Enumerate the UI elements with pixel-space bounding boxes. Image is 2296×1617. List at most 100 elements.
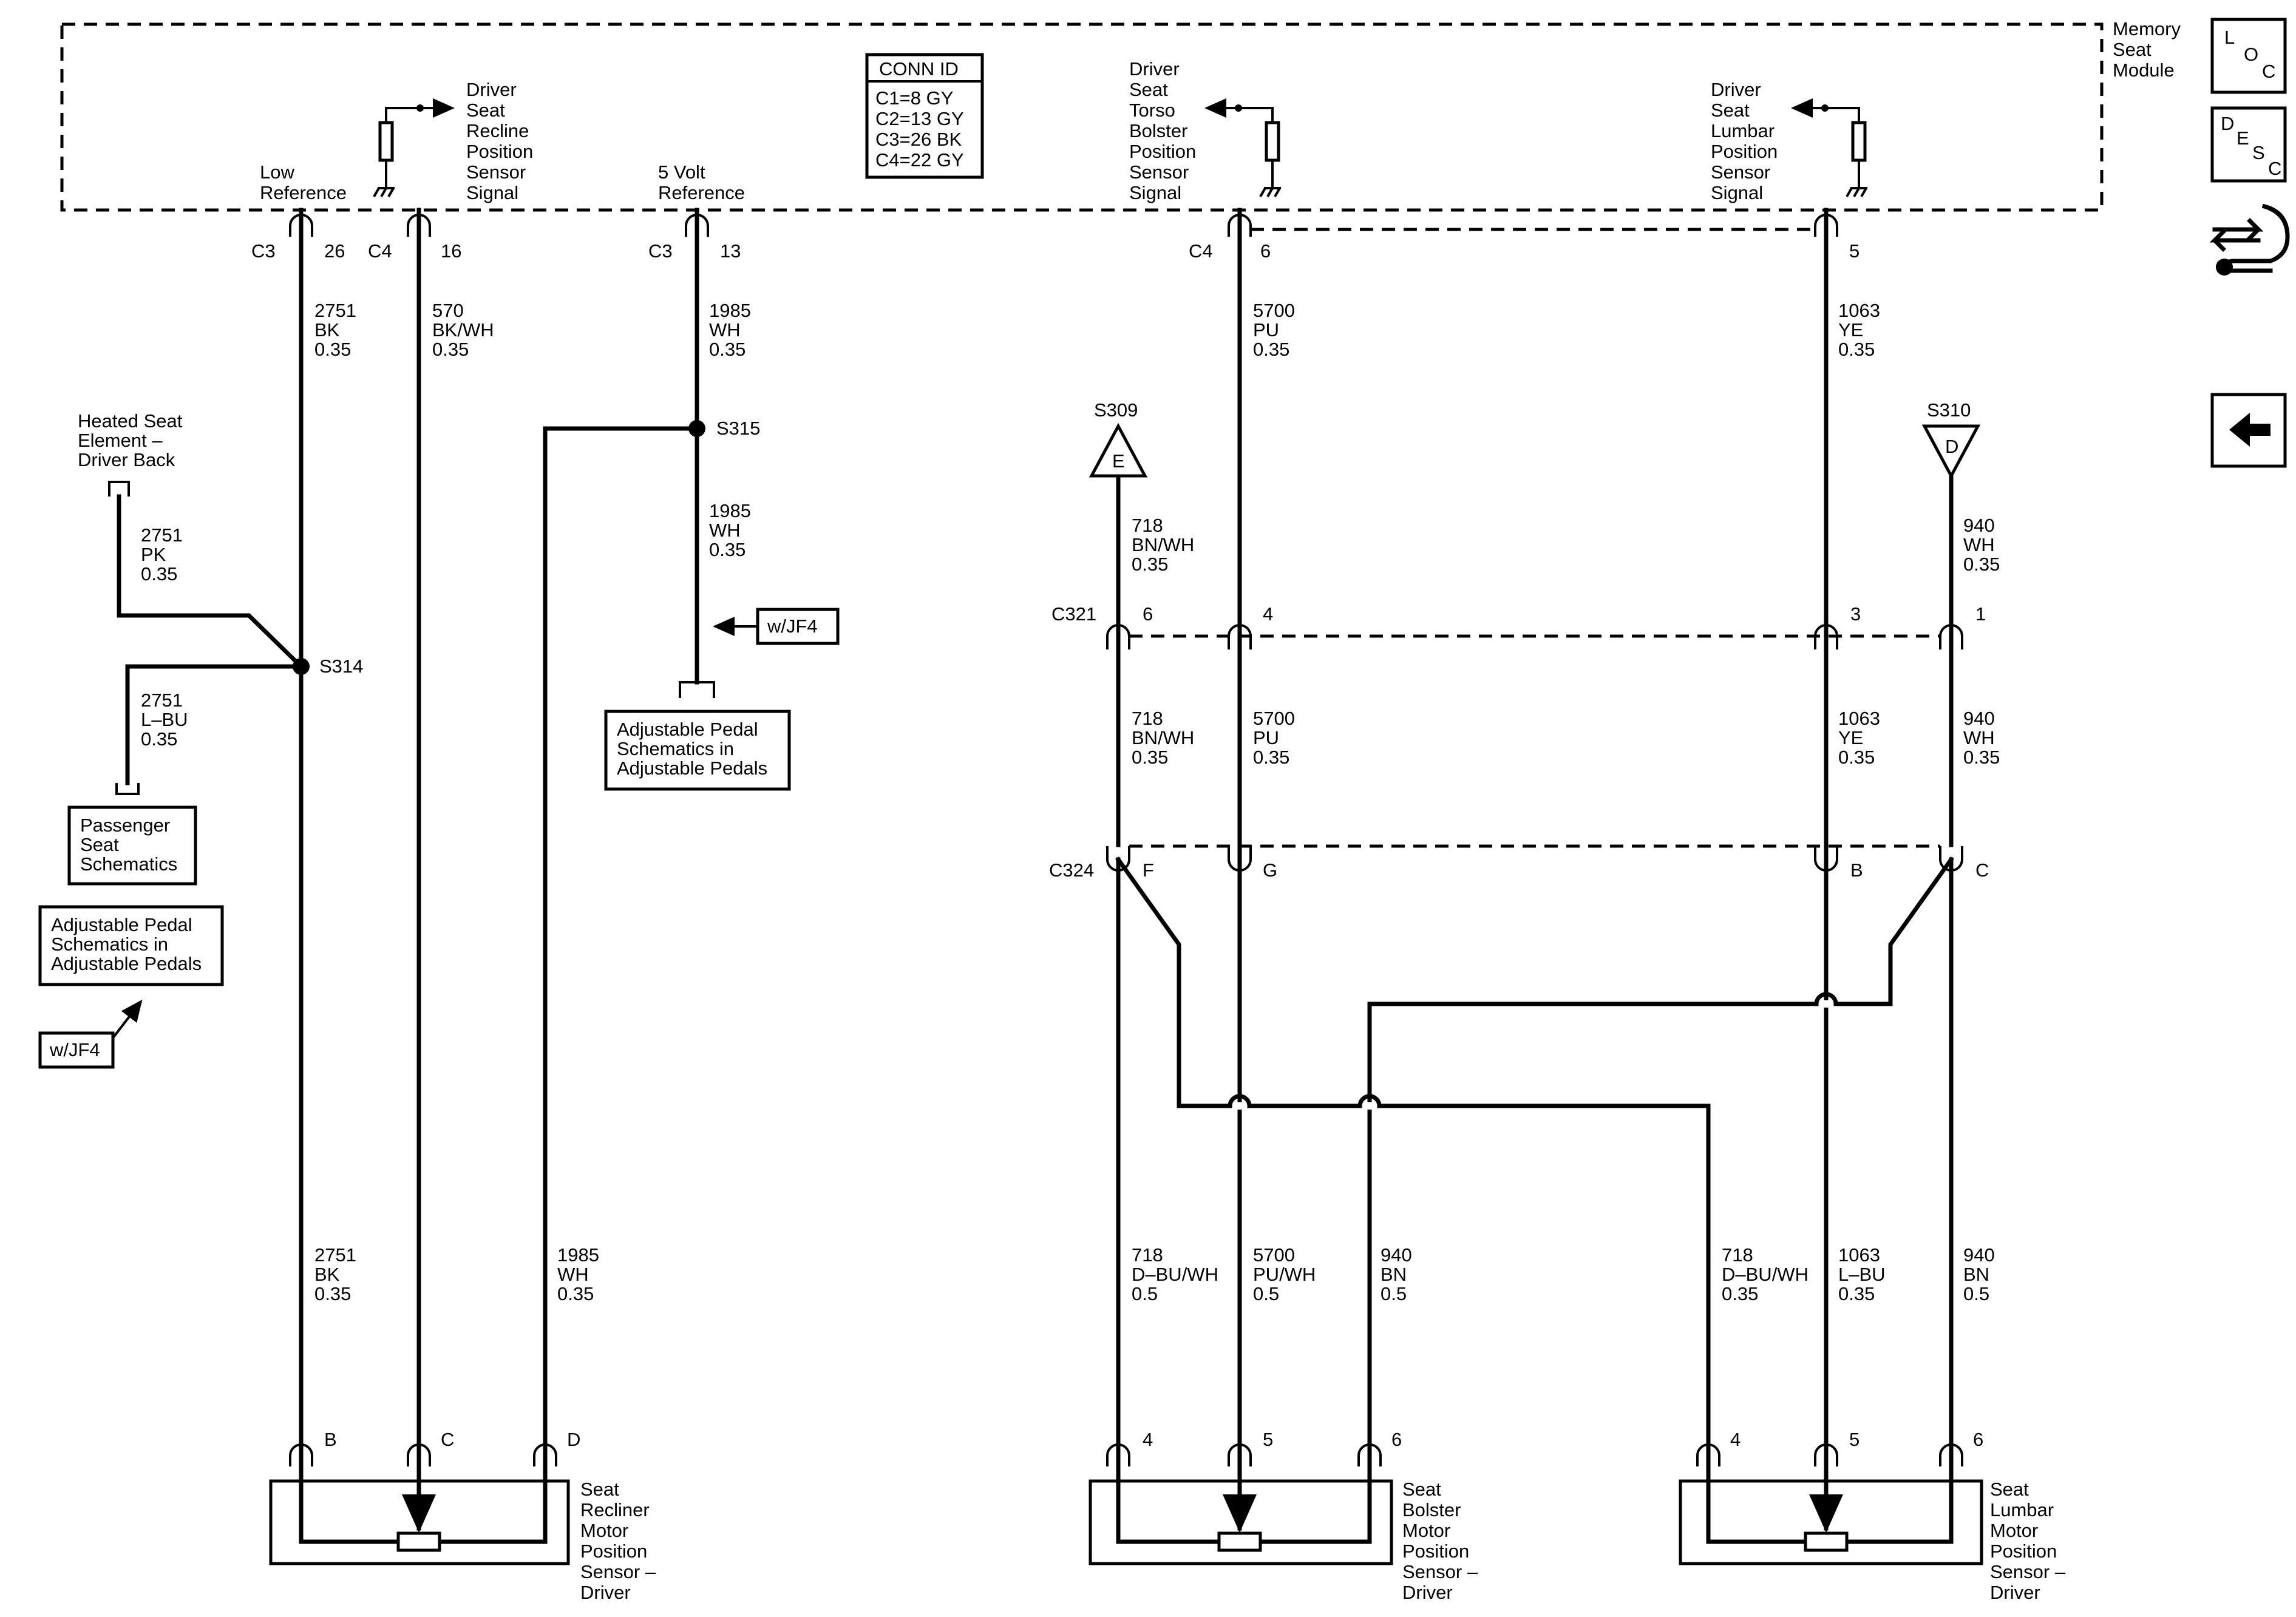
svg-text:6: 6 bbox=[1973, 1429, 1983, 1450]
svg-text:O: O bbox=[2244, 44, 2258, 65]
conn-id-row: C1=8 GY bbox=[875, 87, 953, 109]
svg-text:S309: S309 bbox=[1094, 399, 1138, 421]
conn-c4-16: C4 bbox=[368, 240, 392, 262]
conn-c4-6: C4 bbox=[1189, 240, 1213, 262]
svg-text:w/JF4: w/JF4 bbox=[767, 615, 818, 637]
splice-s315 bbox=[688, 420, 705, 437]
c324-pin: C bbox=[1975, 859, 1989, 881]
five-volt-reference-label: 5 Volt Reference bbox=[658, 161, 745, 203]
wire-940-bn-a bbox=[1367, 856, 1954, 1460]
svg-text:D: D bbox=[2221, 113, 2234, 134]
c321-label: C321 bbox=[1051, 603, 1096, 625]
svg-text:5: 5 bbox=[1849, 1429, 1860, 1450]
desc-icon[interactable]: D E S C bbox=[2210, 106, 2287, 183]
connector-wrench-icon[interactable] bbox=[2209, 203, 2290, 276]
conn-id-row: C2=13 GY bbox=[875, 108, 964, 129]
c324-pin: G bbox=[1263, 859, 1277, 881]
conn-c3-13: C3 bbox=[648, 240, 673, 262]
splice-s309: S309 E bbox=[1089, 399, 1148, 478]
svg-text:w/JF4: w/JF4 bbox=[49, 1039, 100, 1060]
wire-718-d-bu-wh bbox=[1115, 856, 1711, 1460]
low-reference-label: Low Reference bbox=[260, 161, 347, 203]
wire-2751-pk bbox=[117, 494, 304, 670]
conn-id-title: CONN ID bbox=[879, 58, 959, 80]
c321-pin: 4 bbox=[1263, 603, 1273, 625]
c321-pin: 6 bbox=[1143, 603, 1153, 625]
conn-id-row: C4=22 GY bbox=[875, 149, 964, 171]
svg-text:L: L bbox=[2224, 27, 2235, 48]
lumbar-internal-circuit bbox=[1791, 98, 1867, 197]
svg-text:4: 4 bbox=[1143, 1429, 1153, 1450]
connector-c321 bbox=[1106, 624, 1963, 649]
wjf4-option-left: w/JF4 bbox=[38, 999, 143, 1069]
module-connector-cups bbox=[289, 214, 1838, 237]
c324-pin: F bbox=[1143, 859, 1154, 881]
svg-text:D: D bbox=[567, 1429, 580, 1450]
conn-c3-26: C3 bbox=[251, 240, 276, 262]
connector-c324 bbox=[1106, 844, 1963, 872]
recline-signal-label: Driver Seat Recline Position Sensor Sign… bbox=[466, 79, 538, 203]
splice-s314-label: S314 bbox=[319, 656, 363, 677]
svg-text:S: S bbox=[2252, 142, 2265, 163]
svg-text:D: D bbox=[1945, 436, 1958, 457]
c324-label: C324 bbox=[1049, 859, 1094, 881]
pin-16: 16 bbox=[441, 240, 461, 262]
svg-text:C: C bbox=[2262, 61, 2275, 82]
bolster-signal-label: Driver Seat Torso Bolster Position Senso… bbox=[1129, 58, 1201, 203]
svg-text:4: 4 bbox=[1730, 1429, 1741, 1450]
wire-1985-wh-branch bbox=[543, 426, 699, 1460]
wjf4-option-center: w/JF4 bbox=[713, 608, 840, 645]
splice-s314 bbox=[293, 658, 310, 675]
back-arrow-icon[interactable] bbox=[2210, 393, 2287, 468]
svg-text:C: C bbox=[441, 1429, 454, 1450]
svg-text:E: E bbox=[1112, 450, 1125, 472]
svg-text:E: E bbox=[2237, 127, 2249, 149]
conn-id-row: C3=26 BK bbox=[875, 129, 962, 150]
wires bbox=[117, 208, 1954, 1460]
pin-26: 26 bbox=[324, 240, 345, 262]
wire-2751-l-bu bbox=[125, 664, 304, 785]
splice-s310: S310 D bbox=[1921, 399, 1981, 480]
c324-pin: B bbox=[1850, 859, 1863, 881]
wire-crossovers bbox=[1228, 992, 1838, 1110]
svg-text:C: C bbox=[2268, 158, 2281, 179]
svg-text:5: 5 bbox=[1263, 1429, 1273, 1450]
module-boundary bbox=[60, 22, 2104, 212]
loc-icon[interactable]: L O C bbox=[2210, 18, 2287, 94]
pin-6: 6 bbox=[1260, 240, 1271, 262]
